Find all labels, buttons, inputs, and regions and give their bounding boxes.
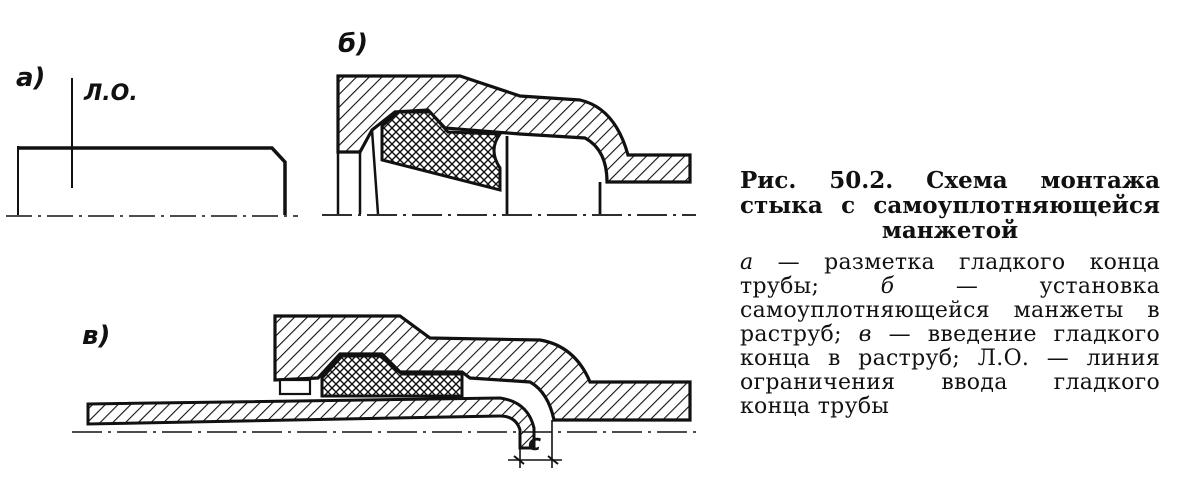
socket-face-lines [336,129,380,215]
caption-key-a: а [740,250,754,275]
socket-inner-lines [505,136,602,214]
panel-b: б) [322,29,696,216]
caption-body: а — разметка гладкого конца трубы; б — у… [740,251,1160,419]
caption-text-b: — установка самоуплотняющейся манжеты в … [740,274,1160,347]
caption-item-v: в — введение гладкого конца в раструб; [740,322,1160,371]
smooth-pipe-end [18,146,287,215]
dim-ticks [513,455,559,465]
figure-caption: Рис. 50.2. Схема монтажа стыка с самоупл… [740,168,1160,419]
panel-label-v: в) [82,321,110,351]
caption-title: Рис. 50.2. Схема монтажа стыка с самоупл… [740,167,1160,244]
cuff-section-v [320,354,464,398]
caption-key-b: б [880,274,895,299]
caption-key-v: в [858,322,872,347]
cuff-section-b [380,110,503,192]
caption-item-a: а — разметка гладкого конца трубы; [740,250,1160,299]
caption-text-v: — введение гладкого конца в раструб; [740,322,1160,371]
lo-label: Л.О. [83,81,138,106]
gap-label: с [528,431,541,456]
socket-section-v [273,314,692,422]
panel-label-b: б) [338,29,368,59]
caption-item-lo: Л.О. — линия ограничения ввода гладкого … [740,346,1161,419]
caption-text-a: — разметка гладкого конца трубы; [740,250,1160,299]
socket-gap [278,378,312,396]
smooth-pipe-v [86,396,536,450]
caption-item-b: б — установка самоуплотняющейся манжеты … [740,274,1160,347]
panel-v: в) с [72,314,696,468]
panel-a: а) Л.О. [6,63,298,217]
panel-label-a: а) [16,63,45,93]
